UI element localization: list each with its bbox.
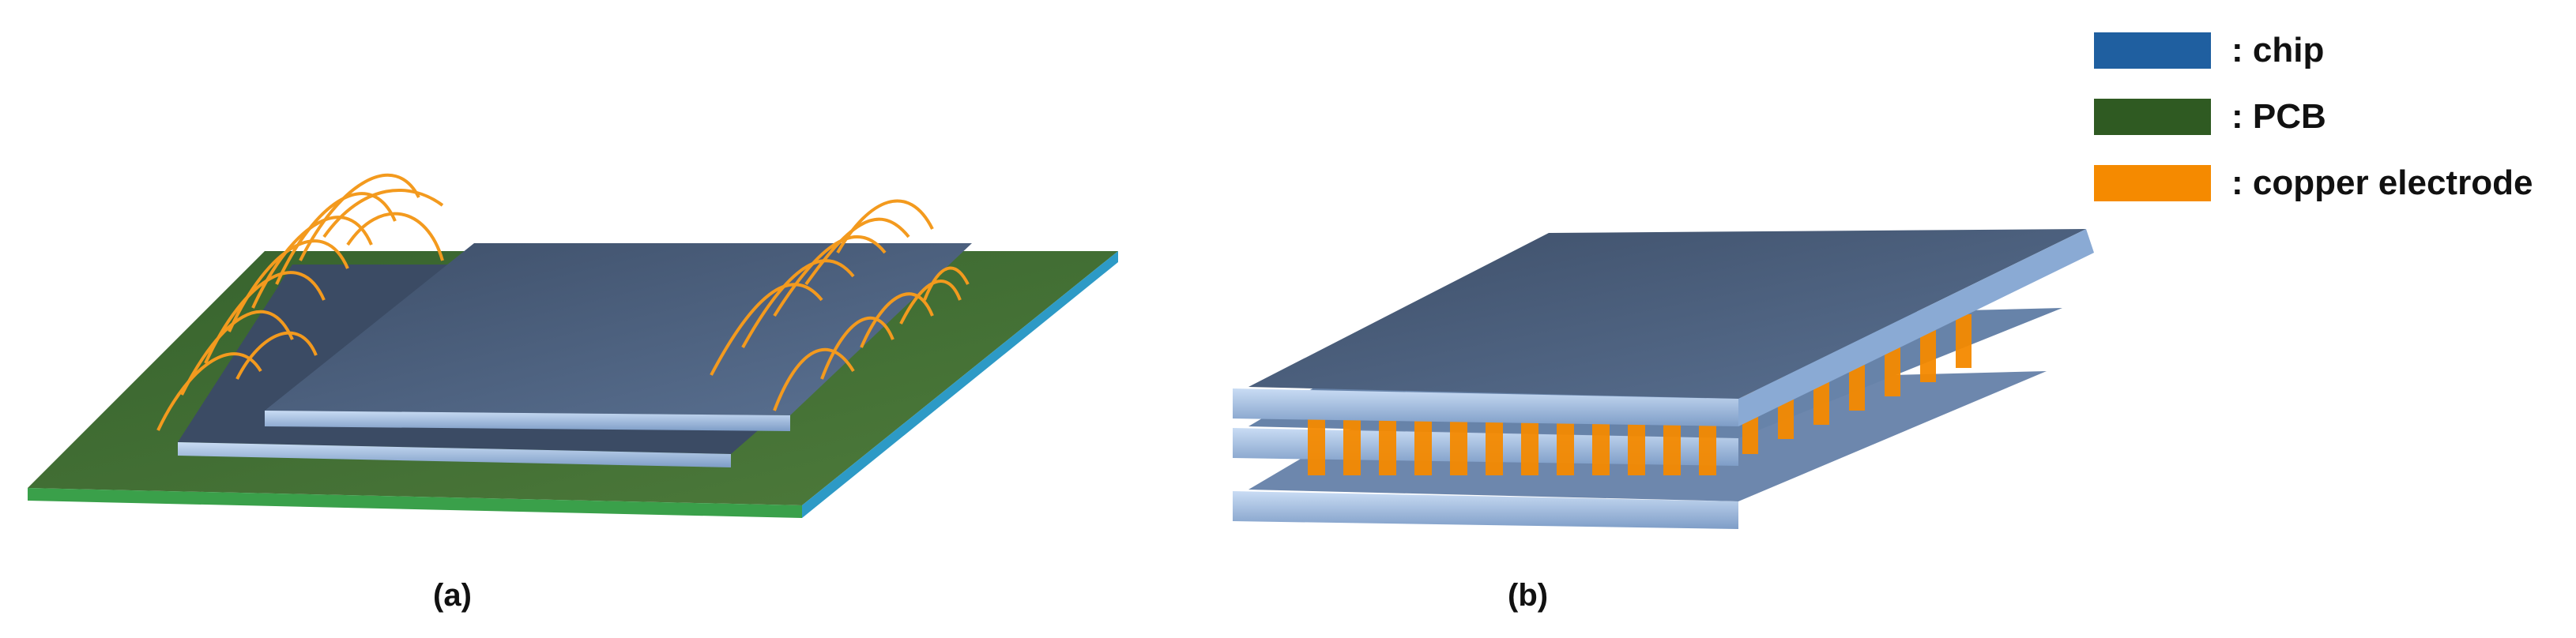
legend-label-copper: : copper electrode	[2231, 163, 2533, 202]
caption-a: (a)	[433, 578, 472, 613]
upper-chip-edge	[265, 411, 790, 431]
figure-a-wire-bonding	[28, 173, 1118, 518]
figure-b-tsv-stack	[1233, 229, 2094, 529]
top-chip	[1248, 229, 2086, 399]
legend-item-pcb: : PCB	[2094, 84, 2533, 150]
top-chip-edge	[1233, 388, 1738, 426]
caption-b: (b)	[1508, 578, 1549, 613]
bond-wires-right	[710, 199, 970, 411]
lower-chip-edge	[178, 442, 731, 467]
legend-swatch-chip	[2094, 32, 2211, 69]
legend-item-copper: : copper electrode	[2094, 150, 2533, 216]
legend-item-chip: : chip	[2094, 17, 2533, 84]
bottom-chip-edge	[1233, 491, 1738, 529]
bond-wires-left	[156, 173, 444, 431]
pcb-right-edge	[802, 251, 1118, 518]
legend-swatch-copper	[2094, 165, 2211, 201]
legend-label-pcb: : PCB	[2231, 97, 2326, 136]
legend: : chip : PCB : copper electrode	[2094, 17, 2533, 216]
top-chip-right-edge	[1738, 229, 2094, 426]
pcb-front-edge	[28, 488, 802, 518]
legend-swatch-pcb	[2094, 99, 2211, 135]
legend-label-chip: : chip	[2231, 31, 2325, 69]
